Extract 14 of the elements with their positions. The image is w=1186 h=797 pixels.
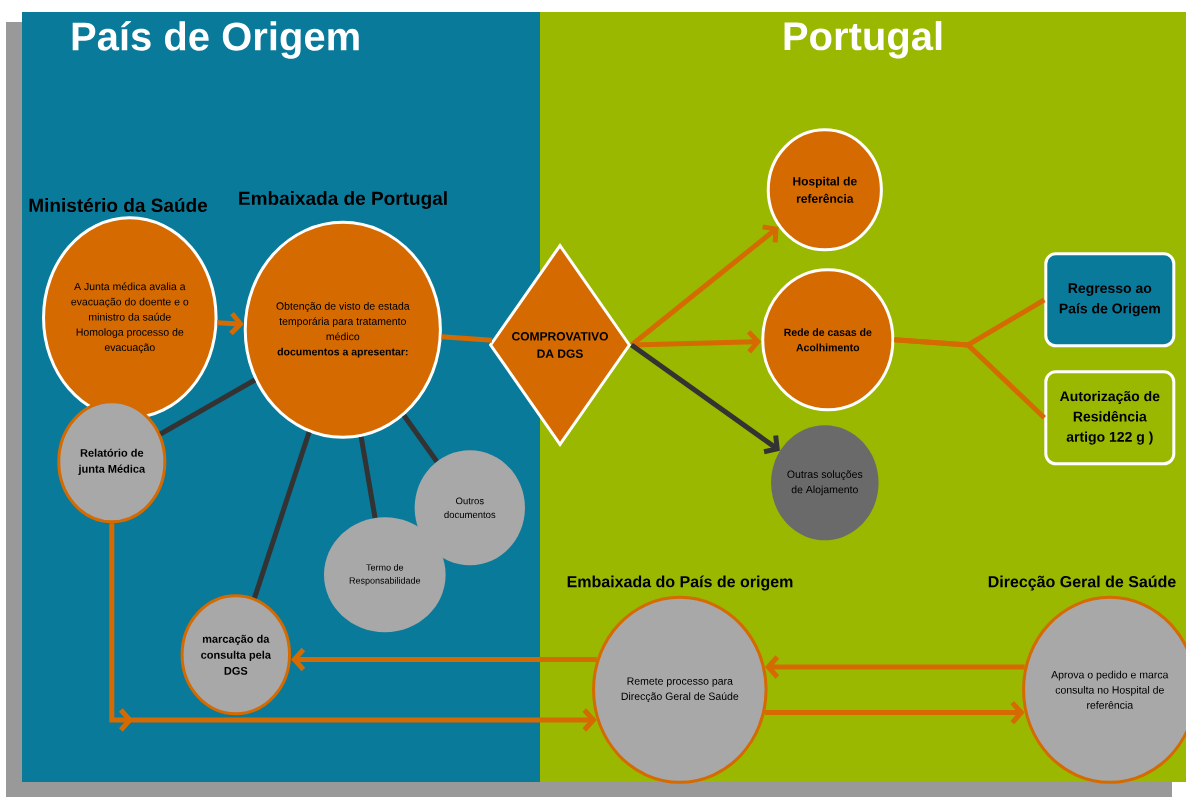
circle-heading: Direcção Geral de Saúde xyxy=(988,575,1176,591)
circle-heading: Ministério da Saúde xyxy=(29,197,208,213)
circle-heading: Embaixada do País de origem xyxy=(567,575,793,591)
arrow xyxy=(630,342,780,455)
outcome-box: Regresso ao País de Origem xyxy=(1044,252,1176,348)
arrow xyxy=(764,700,1025,725)
arrow xyxy=(291,647,597,672)
outcome-box: Autorização de Residência artigo 122 g ) xyxy=(1044,370,1176,466)
circle-heading: Embaixada de Portugal xyxy=(239,191,447,209)
arrow xyxy=(217,311,244,336)
arrow xyxy=(629,224,779,347)
arrow xyxy=(109,523,597,732)
arrow xyxy=(764,655,1025,679)
arrow xyxy=(631,330,762,354)
